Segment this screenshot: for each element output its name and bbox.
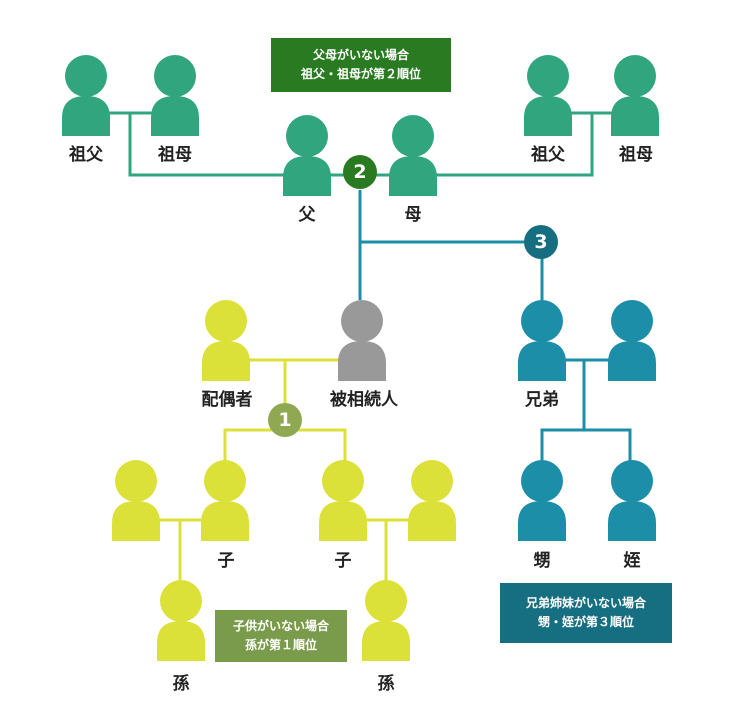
grandchild-left-icon [157,580,205,661]
connector-child-right [285,428,347,462]
grandchild-right-icon [362,580,410,661]
label-grandfather-right: 祖父 [531,145,565,165]
label-child-left: 子 [217,551,235,571]
connector-to-siblings [360,240,544,302]
note-parents-line2: 祖父・祖母が第２順位 [300,67,421,81]
rank-badge-1-number: 1 [278,409,292,431]
connector-sibling-child-right [584,428,632,462]
label-father: 父 [298,205,316,225]
mother-icon [389,115,437,196]
nephew-icon [518,460,566,541]
note-children-line1: 子供がいない場合 [232,619,329,633]
grandmother-left-icon [151,55,199,136]
label-grandmother-right: 祖母 [619,145,653,165]
connector-right-grandparents-to-mother [435,113,594,177]
father-icon [283,115,331,196]
person-icons [62,55,659,661]
label-mother: 母 [404,205,422,225]
note-children-line2: 孫が第１順位 [244,638,317,652]
note-parents-line1: 父母がいない場合 [312,48,409,62]
label-grandfather-left: 祖父 [69,145,103,165]
deceased-icon [338,300,386,381]
rank-badge-2-number: 2 [353,161,367,183]
note-siblings: 兄弟姉妹がいない場合 甥・姪が第３順位 [500,583,672,643]
rank-badge-3 [524,225,558,259]
note-children: 子供がいない場合 孫が第１順位 [215,610,347,662]
child-left-icon [201,460,249,541]
label-grandchild-right: 孫 [377,674,395,694]
rank-badges [268,155,558,437]
rank-badge-2 [343,155,377,189]
grandfather-left-icon [62,55,110,136]
label-grandchild-left: 孫 [172,674,190,694]
grandmother-right-icon [611,55,659,136]
sibling-right-icon [608,300,656,381]
note-parents: 父母がいない場合 祖父・祖母が第２順位 [271,38,451,92]
child-right-partner-icon [408,460,456,541]
connector-siblings-to-children [540,360,586,462]
rank-badge-1 [268,403,302,437]
label-nephew: 甥 [533,551,551,571]
connector-spouse-to-children [223,360,287,462]
note-siblings-line2: 甥・姪が第３順位 [537,615,634,629]
label-niece: 姪 [623,551,641,571]
child-right-icon [319,460,367,541]
rank-badge-3-number: 3 [534,231,548,253]
note-siblings-line1: 兄弟姉妹がいない場合 [525,596,646,610]
child-left-partner-icon [112,460,160,541]
niece-icon [608,460,656,541]
spouse-icon [202,300,250,381]
sibling-left-icon [518,300,566,381]
label-sibling: 兄弟 [525,390,559,410]
label-spouse: 配偶者 [201,390,253,410]
label-grandmother-left: 祖母 [158,145,192,165]
label-deceased: 被相続人 [330,390,398,410]
grandfather-right-icon [524,55,572,136]
label-child-right: 子 [334,551,352,571]
connector-left-grandparents-to-father [128,113,288,177]
connector-lines [105,111,632,582]
